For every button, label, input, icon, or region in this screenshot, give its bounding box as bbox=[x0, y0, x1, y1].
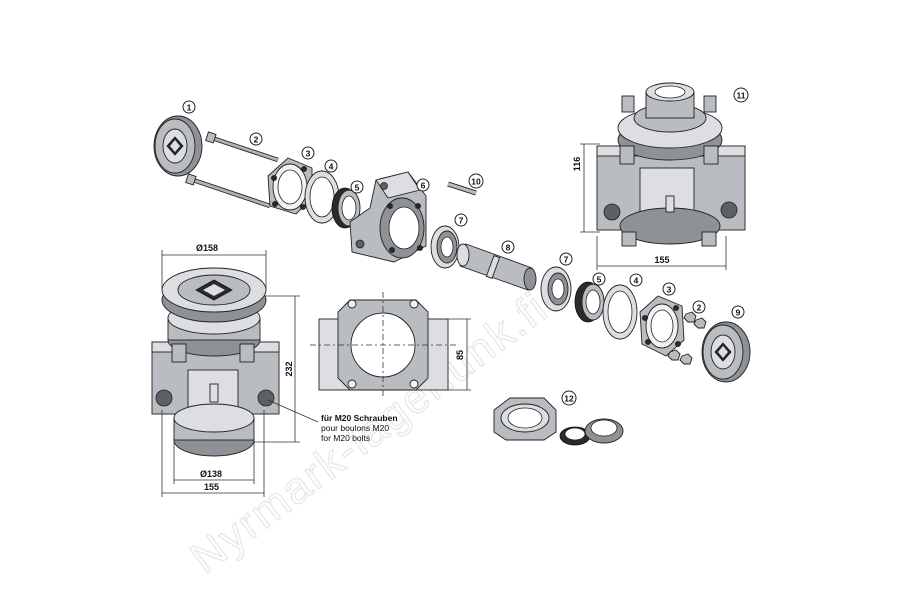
callout-label: 11 bbox=[737, 91, 746, 101]
dim-left-bottom-diameter: Ø138 bbox=[200, 469, 222, 479]
part-11-assembled-unit bbox=[596, 82, 746, 247]
bolt-note-en: for M20 bolts bbox=[321, 433, 370, 443]
callout-c7: 7 bbox=[454, 213, 468, 227]
callout-c4: 4 bbox=[324, 159, 338, 173]
callout-label: 2 bbox=[697, 303, 702, 313]
callout-label: 6 bbox=[421, 181, 426, 191]
dim-left-height: 232 bbox=[284, 361, 294, 376]
dim-left-top-width: Ø158 bbox=[196, 243, 218, 253]
callout-label: 8 bbox=[506, 243, 511, 253]
callout-circle bbox=[468, 173, 484, 189]
part-7-bearing bbox=[430, 225, 460, 269]
callout-c10: 10 bbox=[468, 173, 484, 189]
callout-c7b: 7 bbox=[559, 252, 573, 266]
bolt-note-de: für M20 Schrauben bbox=[321, 413, 398, 423]
callout-label: 3 bbox=[667, 285, 672, 295]
part-8-shaft bbox=[456, 243, 537, 291]
part-6-housing bbox=[349, 171, 427, 263]
part-9-end-cap bbox=[701, 321, 751, 383]
callout-circle bbox=[416, 178, 430, 192]
part-4b-seal bbox=[602, 284, 638, 340]
callout-circle bbox=[350, 180, 364, 194]
part-1-end-cap bbox=[153, 115, 203, 177]
dimension-lines bbox=[161, 143, 727, 497]
callout-label: 7 bbox=[459, 216, 464, 226]
callout-label: 12 bbox=[564, 394, 574, 404]
callout-circle bbox=[629, 273, 643, 287]
callout-label: 5 bbox=[597, 275, 602, 285]
part-5b-bearing bbox=[574, 281, 605, 323]
callout-c5b: 5 bbox=[592, 272, 606, 286]
callout-label: 10 bbox=[471, 177, 481, 187]
callout-label: 4 bbox=[329, 162, 334, 172]
part-2b-nuts bbox=[667, 311, 707, 365]
callout-circle bbox=[692, 300, 706, 314]
callout-label: 4 bbox=[634, 276, 639, 286]
callout-label: 9 bbox=[736, 308, 741, 318]
callout-c12: 12 bbox=[561, 390, 577, 406]
callout-c3: 3 bbox=[301, 146, 315, 160]
dim-left-bottom-width: 155 bbox=[204, 482, 219, 492]
part-7b-bearing bbox=[540, 266, 572, 312]
callout-c5: 5 bbox=[350, 180, 364, 194]
callout-circle bbox=[301, 146, 315, 160]
callout-label: 1 bbox=[187, 103, 192, 113]
dim-center-height: 85 bbox=[455, 350, 465, 360]
callout-c6: 6 bbox=[416, 178, 430, 192]
callout-label: 7 bbox=[564, 255, 569, 265]
callout-circle bbox=[731, 305, 745, 319]
callout-label: 3 bbox=[306, 149, 311, 159]
center-flange-drawing bbox=[310, 292, 456, 396]
callout-c4b: 4 bbox=[629, 273, 643, 287]
part-3b-flange bbox=[639, 295, 685, 357]
callout-circle bbox=[182, 100, 196, 114]
callout-circle bbox=[559, 252, 573, 266]
callout-c3b: 3 bbox=[662, 282, 676, 296]
callout-c8: 8 bbox=[501, 240, 515, 254]
callout-circle bbox=[592, 272, 606, 286]
callout-circle bbox=[501, 240, 515, 254]
left-assembled-unit bbox=[151, 267, 280, 457]
callout-circle bbox=[662, 282, 676, 296]
callout-circle bbox=[324, 159, 338, 173]
callout-circle bbox=[454, 213, 468, 227]
part-3-flange bbox=[267, 157, 313, 215]
part-5-bearing bbox=[331, 187, 361, 229]
callout-label: 2 bbox=[254, 135, 259, 145]
callout-circle bbox=[733, 87, 749, 103]
part-10-pin bbox=[447, 181, 477, 196]
bolt-note-fr: pour boulons M20 bbox=[321, 423, 389, 433]
callout-circle bbox=[561, 390, 577, 406]
part-2-bolts bbox=[185, 131, 279, 209]
callout-c1: 1 bbox=[182, 100, 196, 114]
part-12-seal-kit bbox=[493, 397, 624, 446]
dim-right-height: 116 bbox=[572, 157, 582, 172]
callout-circle bbox=[249, 132, 263, 146]
callout-c9: 9 bbox=[731, 305, 745, 319]
callout-c2b: 2 bbox=[692, 300, 706, 314]
dim-right-width: 155 bbox=[654, 255, 669, 265]
part-4-seal bbox=[304, 170, 340, 224]
callout-c11: 11 bbox=[733, 87, 749, 103]
callout-label: 5 bbox=[355, 183, 360, 193]
callout-c2: 2 bbox=[249, 132, 263, 146]
